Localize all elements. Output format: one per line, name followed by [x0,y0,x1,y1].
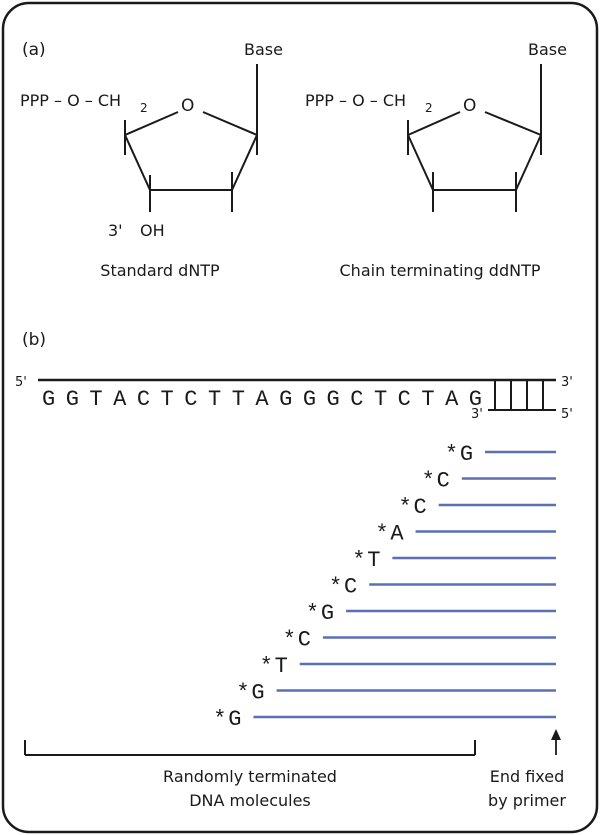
dntp-ring-oxygen: O [181,96,194,116]
panel-b-label: (b) [22,330,46,350]
fragment-marker: * [445,442,458,467]
arrow-label-line1: End fixed [490,767,565,786]
ddntp-ring-oxygen: O [463,96,476,116]
ddntp-ring-bonds [407,64,542,212]
arrow-label-line2: by primer [488,791,566,810]
primer-end-arrow [551,729,561,755]
fragment-terminal-base: T [275,654,288,679]
ddntp-ch2-subscript: 2 [425,101,433,115]
fragment-marker: * [236,681,249,706]
fragment-marker: * [375,522,388,547]
primer-3prime-label: 3' [471,407,483,422]
dntp-base-label: Base [244,40,283,59]
panel-a-label: (a) [22,40,46,60]
fragment-marker: * [260,654,273,679]
fragment-terminal-base: G [251,681,264,706]
template-5prime-label: 5' [15,375,27,390]
fragment-terminal-base: C [414,495,427,520]
fragment-terminal-base: A [390,522,404,547]
fragment-marker: * [422,469,435,494]
primer-duplex [488,380,556,411]
fragment-marker: * [399,495,412,520]
bracket-label-line2: DNA molecules [189,791,311,810]
template-sequence: GGTACTCTTAGGGCTCTAG [42,387,482,412]
fragment-terminal-base: G [228,707,241,732]
dntp-ring-bonds [124,64,258,212]
dntp-oh-group: OH [140,221,165,240]
dntp-phosphate-group: PPP – O – CH [20,91,121,110]
ddntp-phosphate-group: PPP – O – CH [305,91,406,110]
ddntp-structure: PPP – O – CH 2 O Base Chain terminating … [305,40,567,280]
fragment-terminal-base: C [298,628,311,653]
ddntp-base-label: Base [528,40,567,59]
fragment-terminal-base: C [344,575,357,600]
template-strand: 5' 3' GGTACTCTTAGGGCTCTAG [15,375,573,412]
template-3prime-label: 3' [561,375,573,390]
dntp-structure: PPP – O – CH 2 O Base 3' OH Standard dNT… [20,40,283,280]
fragment-terminal-base: T [367,548,380,573]
fragment-marker: * [352,548,365,573]
random-termination-bracket [24,740,476,756]
dntp-ch2-subscript: 2 [140,101,148,115]
fragment-terminal-base: C [437,469,450,494]
fragment-terminal-base: G [321,601,334,626]
fragment-marker: * [306,601,319,626]
fragment-marker: * [213,707,226,732]
fragment-terminal-base: G [460,442,473,467]
fragment-marker: * [283,628,296,653]
dntp-3prime-label: 3' [108,221,123,240]
bracket-label-line1: Randomly terminated [163,767,337,786]
ddntp-caption: Chain terminating ddNTP [340,261,541,280]
fragment-marker: * [329,575,342,600]
dntp-caption: Standard dNTP [100,261,220,280]
primer-5prime-label: 5' [561,407,573,422]
terminated-fragments: *G*C*C*A*T*C*G*C*T*G*G [213,442,556,732]
